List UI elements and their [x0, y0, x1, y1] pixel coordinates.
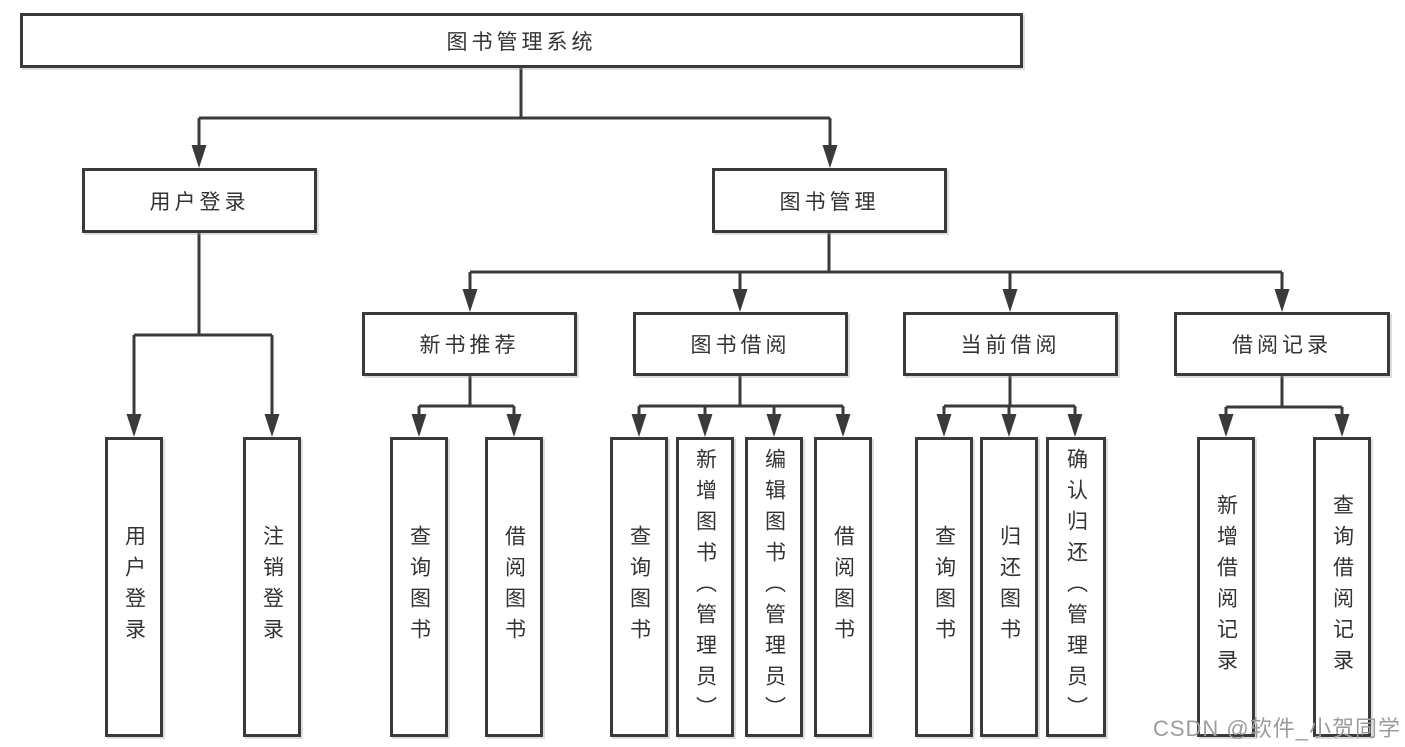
node-borrowing-records: 借阅记录 [1174, 312, 1390, 376]
leaf-user-login: 用户登录 [105, 437, 163, 737]
connector-root-to-level2 [191, 68, 838, 168]
node-library-system: 图书管理系统 [20, 13, 1023, 68]
node-label: 借阅记录 [1232, 334, 1332, 357]
leaf-label: 查询图书 [627, 525, 651, 649]
node-book-borrowing: 图书借阅 [633, 312, 848, 376]
leaf-add-borrow-record: 新增借阅记录 [1197, 437, 1255, 737]
connector-book-borrowing-children [631, 376, 851, 437]
arrowhead [1002, 289, 1018, 312]
leaf-label: 归还图书 [997, 525, 1021, 649]
node-label: 图书借阅 [690, 334, 791, 357]
leaf-query-books-borrowing: 查询图书 [610, 437, 668, 737]
node-label: 图书管理 [779, 190, 880, 214]
arrowhead [264, 414, 280, 437]
connector-user-login-children [126, 233, 280, 437]
connector-borrowing-records-children [1218, 376, 1350, 437]
leaf-label: 确认归还（管理员） [1064, 447, 1088, 727]
node-label: 用户登录 [149, 190, 250, 214]
leaf-logout: 注销登录 [243, 437, 301, 737]
node-book-management: 图书管理 [712, 168, 947, 233]
node-label: 当前借阅 [960, 334, 1061, 357]
leaf-return-books: 归还图书 [980, 437, 1038, 737]
leaf-label: 注销登录 [260, 525, 284, 649]
arrowhead [191, 145, 207, 168]
arrowhead [126, 414, 142, 437]
leaf-label: 用户登录 [122, 525, 146, 649]
leaf-label: 查询借阅记录 [1330, 494, 1354, 680]
leaf-label: 查询图书 [932, 525, 956, 649]
connector-new-book-children [411, 376, 522, 437]
arrowhead [732, 289, 748, 312]
leaf-label: 新增借阅记录 [1214, 494, 1238, 680]
arrowhead [411, 414, 427, 437]
arrowhead [1067, 414, 1083, 437]
leaf-edit-books-admin: 编辑图书（管理员） [745, 437, 803, 737]
arrowhead [835, 414, 851, 437]
leaf-borrow-books-borrowing: 借阅图书 [814, 437, 872, 737]
leaf-label: 新增图书（管理员） [693, 447, 717, 727]
arrowhead [697, 414, 713, 437]
node-user-login: 用户登录 [82, 168, 317, 233]
leaf-confirm-return-admin: 确认归还（管理员） [1046, 437, 1106, 737]
arrowhead [936, 414, 952, 437]
leaf-add-books-admin: 新增图书（管理员） [676, 437, 734, 737]
leaf-label: 借阅图书 [502, 525, 526, 649]
csdn-watermark: CSDN @软件_小贺同学 [1152, 716, 1401, 741]
arrowhead [822, 145, 838, 168]
node-new-book-recommend: 新书推荐 [362, 312, 577, 376]
leaf-label: 编辑图书（管理员） [762, 447, 786, 727]
connector-book-management-to-level3 [462, 233, 1290, 312]
node-label: 新书推荐 [419, 334, 520, 357]
arrowhead [766, 414, 782, 437]
node-label: 图书管理系统 [446, 30, 597, 54]
leaf-label: 查询图书 [407, 525, 431, 649]
arrowhead [506, 414, 522, 437]
arrowhead [1218, 414, 1234, 437]
connector-current-borrowing-children [936, 376, 1083, 437]
leaf-query-books-newbook: 查询图书 [390, 437, 448, 737]
arrowhead [1274, 289, 1290, 312]
node-current-borrowing: 当前借阅 [903, 312, 1118, 376]
arrowhead [631, 414, 647, 437]
arrowhead [1334, 414, 1350, 437]
leaf-query-books-current: 查询图书 [915, 437, 973, 737]
leaf-label: 借阅图书 [831, 525, 855, 649]
leaf-query-borrow-record: 查询借阅记录 [1313, 437, 1371, 737]
leaf-borrow-books-newbook: 借阅图书 [485, 437, 543, 737]
arrowhead [462, 289, 478, 312]
arrowhead [1001, 414, 1017, 437]
